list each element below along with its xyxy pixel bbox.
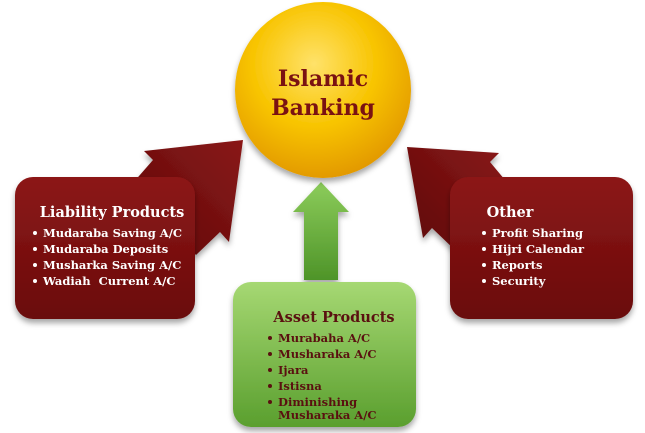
center-circle xyxy=(235,2,411,178)
liability-products-title: Liability Products xyxy=(40,204,185,221)
asset-item: Ijara xyxy=(278,363,309,377)
bullet xyxy=(482,231,486,235)
other-title: Other xyxy=(487,204,534,221)
asset-item: Musharaka A/C xyxy=(278,347,377,361)
asset-item: Istisna xyxy=(278,379,322,393)
bullet xyxy=(33,279,37,283)
other-box xyxy=(450,177,633,319)
other-item: Reports xyxy=(492,258,542,272)
bullet xyxy=(33,247,37,251)
liability-item: Musharka Saving A/C xyxy=(43,258,181,272)
bullet xyxy=(268,336,272,340)
center-title-line2: Banking xyxy=(271,95,375,121)
bullet xyxy=(33,231,37,235)
asset-item: Murabaha A/C xyxy=(278,331,370,345)
bullet xyxy=(482,279,486,283)
bullet xyxy=(268,384,272,388)
other-list: Profit Sharing Hijri Calendar Reports Se… xyxy=(482,226,585,288)
asset-products-list: Murabaha A/C Musharaka A/C Ijara Istisna… xyxy=(268,331,377,422)
liability-products-list: Mudaraba Saving A/C Mudaraba Deposits Mu… xyxy=(33,226,182,288)
asset-products-title: Asset Products xyxy=(272,309,394,326)
asset-item-continuation: Musharaka A/C xyxy=(278,408,377,422)
liability-item: Mudaraba Saving A/C xyxy=(43,226,182,240)
other-item: Profit Sharing xyxy=(492,226,583,240)
other-item: Hijri Calendar xyxy=(492,242,585,256)
liability-item: Wadiah Current A/C xyxy=(42,274,176,288)
bullet xyxy=(33,263,37,267)
bullet xyxy=(268,400,272,404)
bullet xyxy=(482,263,486,267)
other-item: Security xyxy=(492,274,546,288)
liability-item: Mudaraba Deposits xyxy=(43,242,168,256)
center-title-line1: Islamic xyxy=(278,66,368,92)
bullet xyxy=(482,247,486,251)
bullet xyxy=(268,352,272,356)
arrow-asset-to-center xyxy=(293,182,349,280)
bullet xyxy=(268,368,272,372)
liability-products-box xyxy=(15,177,195,319)
asset-products-box xyxy=(233,282,416,427)
asset-item: Diminishing xyxy=(278,395,357,409)
